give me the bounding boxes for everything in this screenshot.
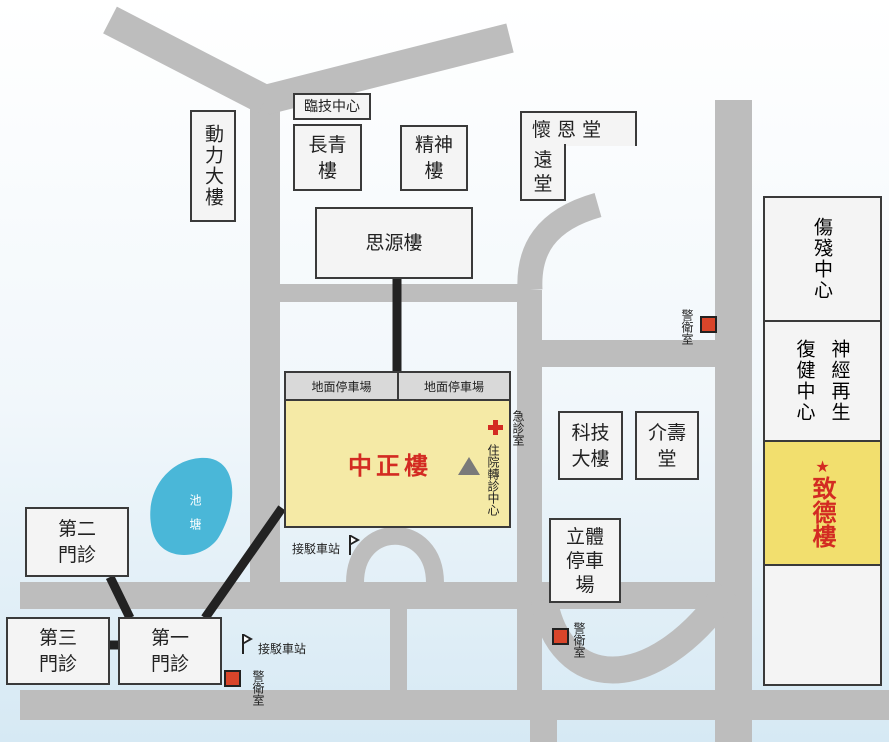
building-di2[interactable]: 第二門診 (25, 507, 129, 577)
building-siyuan[interactable]: 思源樓 (315, 207, 473, 279)
guard-label-2: 警衛室 (572, 622, 586, 658)
building-jingshen[interactable]: 精神樓 (400, 125, 468, 191)
building-huaien-top[interactable]: 懷 恩 堂 (520, 111, 637, 146)
building-huaien-side[interactable]: 遠 堂 (520, 144, 566, 201)
guard-label-1: 警衛室 (680, 309, 694, 345)
shuttle-flag-icon-1 (349, 535, 361, 555)
emergency-label: 急診室 (511, 410, 525, 446)
inpatient-label: 住院轉診中心 (486, 444, 500, 516)
building-keji[interactable]: 科技大樓 (558, 411, 623, 480)
shuttle-label-1: 接駁車站 (292, 542, 341, 556)
building-di1[interactable]: 第一門診 (118, 617, 222, 685)
blank-section (765, 566, 880, 684)
inpatient-triangle-icon (458, 457, 480, 475)
guard-square-icon-1 (700, 316, 717, 333)
right-building-column: 傷殘中心 神經再生 復健中心 ★ 致德樓 (763, 196, 882, 686)
building-liti[interactable]: 立體停車場 (549, 518, 621, 603)
pond-label: 池塘 (188, 494, 202, 542)
parking-lot-left: 地面停車場 (284, 371, 399, 401)
building-shangcan[interactable]: 傷殘中心 (765, 198, 880, 322)
emergency-cross-icon (488, 420, 503, 435)
shuttle-label-2: 接駁車站 (258, 642, 307, 656)
building-changqing[interactable]: 長青樓 (293, 124, 362, 191)
shuttle-flag-icon-2 (242, 634, 254, 654)
building-dongli[interactable]: 動力大樓 (190, 110, 236, 222)
guard-square-icon-3 (224, 670, 241, 687)
building-di3[interactable]: 第三門診 (6, 617, 110, 685)
building-linji[interactable]: 臨技中心 (293, 93, 371, 120)
pond (150, 457, 233, 555)
building-jieshou[interactable]: 介壽堂 (635, 411, 699, 480)
huaien-char-2: 遠 (533, 148, 553, 171)
star-icon: ★ (815, 457, 830, 476)
huaien-char-3: 堂 (533, 172, 553, 195)
parking-lot-right: 地面停車場 (397, 371, 511, 401)
building-shenjing[interactable]: 神經再生 復健中心 (765, 322, 880, 442)
zhongzheng-title: 中正樓 (348, 452, 432, 480)
guard-square-icon-2 (552, 628, 569, 645)
guard-label-3: 警衛室 (251, 670, 265, 706)
building-zhide[interactable]: ★ 致德樓 (765, 442, 880, 566)
